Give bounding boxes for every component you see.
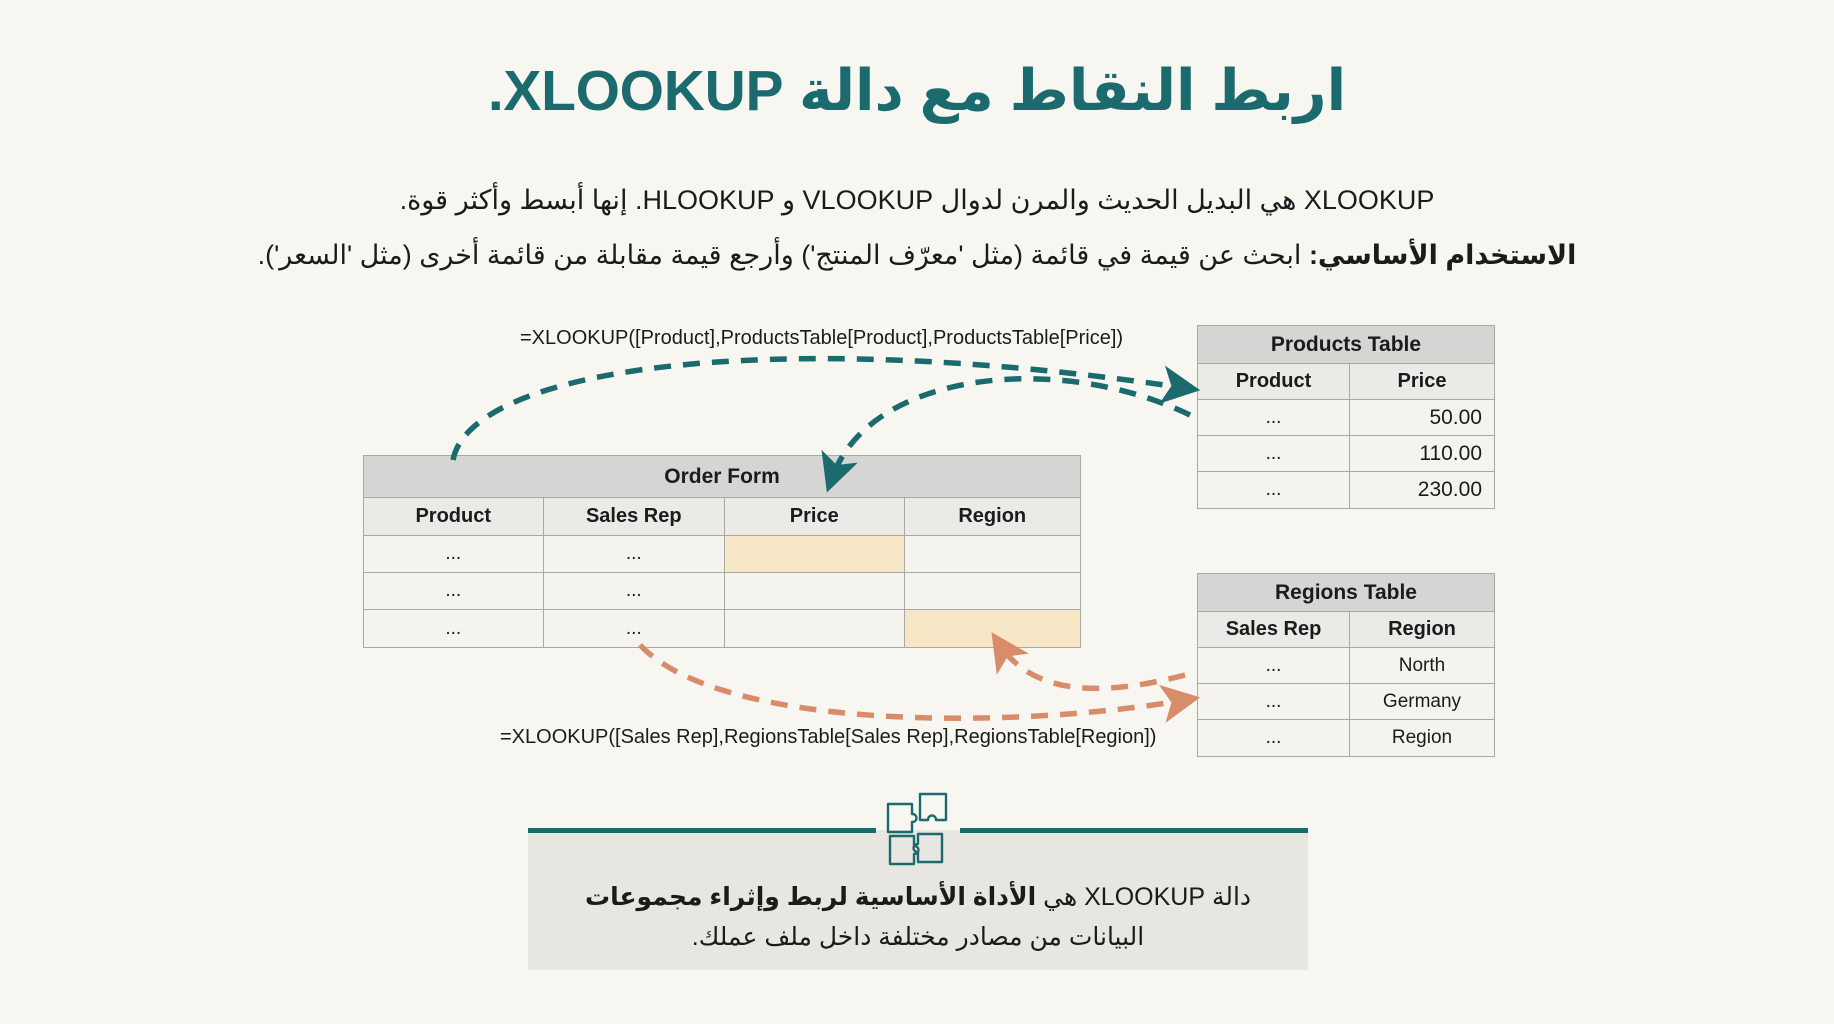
- order-form-cell[interactable]: [725, 573, 905, 610]
- regions-table-col-region: Region: [1350, 612, 1494, 648]
- table-row: ... Region: [1198, 720, 1494, 756]
- footer-line-1-pre: دالة XLOOKUP هي: [1036, 883, 1252, 911]
- formula-regions: =XLOOKUP([Sales Rep],RegionsTable[Sales …: [500, 726, 1157, 748]
- order-form-cell[interactable]: ...: [543, 536, 725, 573]
- order-form-cell[interactable]: [904, 536, 1080, 573]
- order-form-cell[interactable]: ...: [364, 536, 544, 573]
- regions-table-cell-region[interactable]: North: [1350, 648, 1494, 684]
- footer-line-1-bold: الأداة الأساسية لربط وإثراء مجموعات: [584, 883, 1037, 911]
- products-table-cell[interactable]: ...: [1198, 436, 1350, 472]
- products-table-header-row: Product Price: [1198, 364, 1494, 400]
- order-form-col-product: Product: [364, 498, 544, 536]
- page-title: اربط النقاط مع دالة XLOOKUP.: [487, 59, 1347, 123]
- footer-line-2: البيانات من مصادر مختلفة داخل ملف عملك.: [691, 923, 1145, 951]
- subtitle-line-2-label: الاستخدام الأساسي:: [1308, 240, 1577, 270]
- regions-table-header-row: Sales Rep Region: [1198, 612, 1494, 648]
- subtitle-line-1: XLOOKUP هي البديل الحديث والمرن لدوال VL…: [399, 185, 1435, 215]
- table-row: ... 50.00: [1198, 400, 1494, 436]
- regions-table-col-sales-rep: Sales Rep: [1198, 612, 1350, 648]
- products-table-col-product: Product: [1198, 364, 1350, 400]
- regions-table-title: Regions Table: [1198, 574, 1494, 612]
- order-form-col-sales-rep: Sales Rep: [543, 498, 725, 536]
- products-table-cell-price[interactable]: 50.00: [1350, 400, 1494, 436]
- subtitle-line-2: الاستخدام الأساسي: ابحث عن قيمة في قائمة…: [0, 240, 1834, 271]
- footer-line-1: دالة XLOOKUP هي الأداة الأساسية لربط وإث…: [528, 882, 1308, 912]
- table-row: ... North: [1198, 648, 1494, 684]
- products-table: Products Table Product Price ... 50.00 .…: [1197, 325, 1495, 509]
- order-form-cell-price-highlighted[interactable]: [725, 536, 905, 573]
- products-table-cell-price[interactable]: 230.00: [1350, 472, 1494, 508]
- table-row: ... ...: [364, 573, 1080, 610]
- order-form-cell[interactable]: ...: [364, 610, 544, 647]
- regions-table-cell[interactable]: ...: [1198, 684, 1350, 720]
- products-table-title: Products Table: [1198, 326, 1494, 364]
- footer-divider-left: [528, 828, 876, 833]
- footer-divider-right: [960, 828, 1308, 833]
- order-form-table: Order Form Product Sales Rep Price Regio…: [363, 455, 1081, 648]
- order-form-cell-region-highlighted[interactable]: [904, 610, 1080, 647]
- order-form-cell[interactable]: ...: [364, 573, 544, 610]
- order-form-title: Order Form: [364, 456, 1080, 498]
- order-form-header-row: Product Sales Rep Price Region: [364, 498, 1080, 536]
- table-row: ... ...: [364, 536, 1080, 573]
- products-table-cell[interactable]: ...: [1198, 400, 1350, 436]
- arrow-product-to-products-table: [450, 355, 1201, 461]
- order-form-col-region: Region: [904, 498, 1080, 536]
- regions-table-cell-region[interactable]: Germany: [1350, 684, 1494, 720]
- arrow-sales-rep-to-regions-table: [638, 643, 1201, 723]
- table-row: ... ...: [364, 610, 1080, 647]
- arrow-regions-to-order-form-region: [991, 632, 1186, 692]
- order-form-cell[interactable]: ...: [543, 573, 725, 610]
- table-row: ... Germany: [1198, 684, 1494, 720]
- regions-table: Regions Table Sales Rep Region ... North…: [1197, 573, 1495, 757]
- table-row: ... 230.00: [1198, 472, 1494, 508]
- table-row: ... 110.00: [1198, 436, 1494, 472]
- regions-table-title-row: Regions Table: [1198, 574, 1494, 612]
- order-form-cell[interactable]: [904, 573, 1080, 610]
- puzzle-icon: [886, 792, 948, 866]
- products-table-col-price: Price: [1350, 364, 1494, 400]
- order-form-cell[interactable]: ...: [543, 610, 725, 647]
- products-table-cell[interactable]: ...: [1198, 472, 1350, 508]
- subtitle-line-2-rest: ابحث عن قيمة في قائمة (مثل 'معرّف المنتج…: [257, 240, 1309, 270]
- regions-table-cell-region[interactable]: Region: [1350, 720, 1494, 756]
- formula-products: =XLOOKUP([Product],ProductsTable[Product…: [520, 327, 1124, 349]
- regions-table-cell[interactable]: ...: [1198, 720, 1350, 756]
- regions-table-cell[interactable]: ...: [1198, 648, 1350, 684]
- order-form-cell[interactable]: [725, 610, 905, 647]
- order-form-col-price: Price: [725, 498, 905, 536]
- products-table-cell-price[interactable]: 110.00: [1350, 436, 1494, 472]
- products-table-title-row: Products Table: [1198, 326, 1494, 364]
- order-form-title-row: Order Form: [364, 456, 1080, 498]
